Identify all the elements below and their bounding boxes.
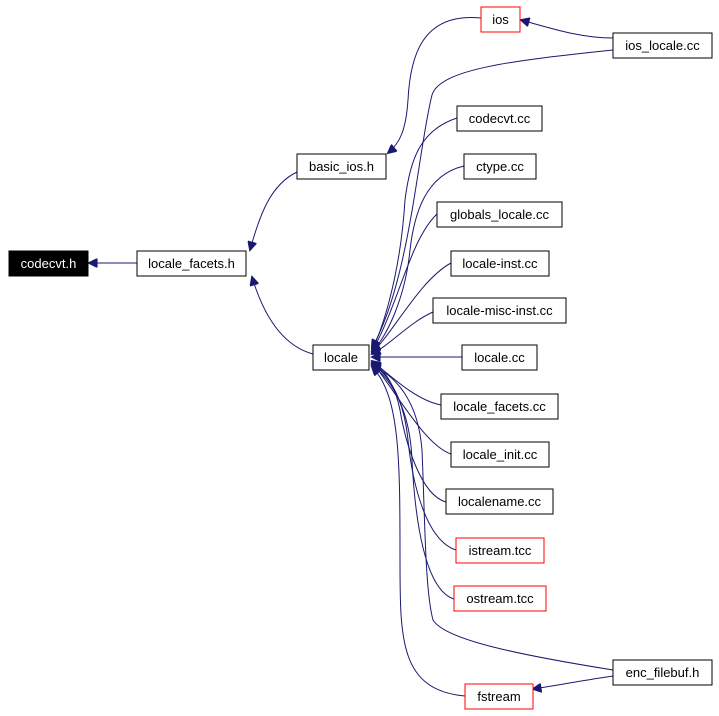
edge-enc-filebuf-h-to-fstream [533,675,614,689]
node-ios-locale-cc[interactable]: ios_locale.cc [612,32,713,59]
node-label: istream.tcc [469,543,532,558]
node-label: ctype.cc [476,159,524,174]
node-label: enc_filebuf.h [626,665,700,680]
node-localename-cc[interactable]: localename.cc [445,488,554,515]
node-label: locale-inst.cc [462,256,538,271]
node-locale-facets-h[interactable]: locale_facets.h [136,250,247,277]
node-istream-tcc[interactable]: istream.tcc [455,537,545,564]
node-label: ios [492,12,509,27]
node-ostream-tcc[interactable]: ostream.tcc [453,585,547,612]
edge-locale-misc-inst-cc-to-locale [372,311,434,354]
node-locale[interactable]: locale [312,344,370,371]
node-label: ostream.tcc [466,591,534,606]
edge-ios-to-basic-ios-h [388,17,482,153]
node-locale-inst-cc[interactable]: locale-inst.cc [450,250,550,277]
node-basic-ios-h[interactable]: basic_ios.h [296,153,387,180]
node-codecvt-h[interactable]: codecvt.h [8,250,89,277]
node-ios[interactable]: ios [480,6,521,33]
node-label: codecvt.h [21,256,77,271]
edge-basic-ios-h-to-locale-facets-h [250,171,298,250]
node-locale-misc-inst-cc[interactable]: locale-misc-inst.cc [432,297,567,324]
node-label: localename.cc [458,494,542,509]
edge-locale-inst-cc-to-locale [372,262,452,353]
node-label: locale_init.cc [463,447,538,462]
edge-locale-facets-cc-to-locale [372,361,442,406]
edge-localename-cc-to-locale [372,363,447,503]
edge-codecvt-cc-to-locale [372,117,458,350]
node-locale-init-cc[interactable]: locale_init.cc [450,441,550,468]
edges [89,17,614,697]
node-codecvt-cc[interactable]: codecvt.cc [456,105,543,132]
node-label: globals_locale.cc [450,207,550,222]
node-locale-facets-cc[interactable]: locale_facets.cc [440,393,559,420]
node-label: basic_ios.h [309,159,374,174]
node-globals-locale-cc[interactable]: globals_locale.cc [436,201,563,228]
edge-locale-to-locale-facets-h [252,277,314,355]
node-label: fstream [477,689,520,704]
node-label: locale.cc [474,350,525,365]
node-label: locale [324,350,358,365]
node-locale-cc[interactable]: locale.cc [461,344,538,371]
edge-istream-tcc-to-locale [372,364,457,551]
node-fstream[interactable]: fstream [464,683,534,710]
node-label: locale_facets.h [148,256,235,271]
edge-fstream-to-locale [372,367,466,697]
node-label: codecvt.cc [469,111,531,126]
node-enc-filebuf-h[interactable]: enc_filebuf.h [612,659,713,686]
edge-globals-locale-cc-to-locale [372,213,438,352]
edge-enc-filebuf-h-to-locale [372,366,614,671]
node-label: locale-misc-inst.cc [446,303,553,318]
edge-ostream-tcc-to-locale [372,365,455,600]
node-label: locale_facets.cc [453,399,546,414]
edge-ios-locale-cc-to-locale [372,49,614,348]
edge-ios-locale-cc-to-ios [521,20,614,39]
nodes: codecvt.h locale_facets.h basic_ios.h lo… [8,6,713,710]
node-label: ios_locale.cc [625,38,700,53]
node-ctype-cc[interactable]: ctype.cc [463,153,537,180]
edge-ctype-cc-to-locale [372,165,465,351]
